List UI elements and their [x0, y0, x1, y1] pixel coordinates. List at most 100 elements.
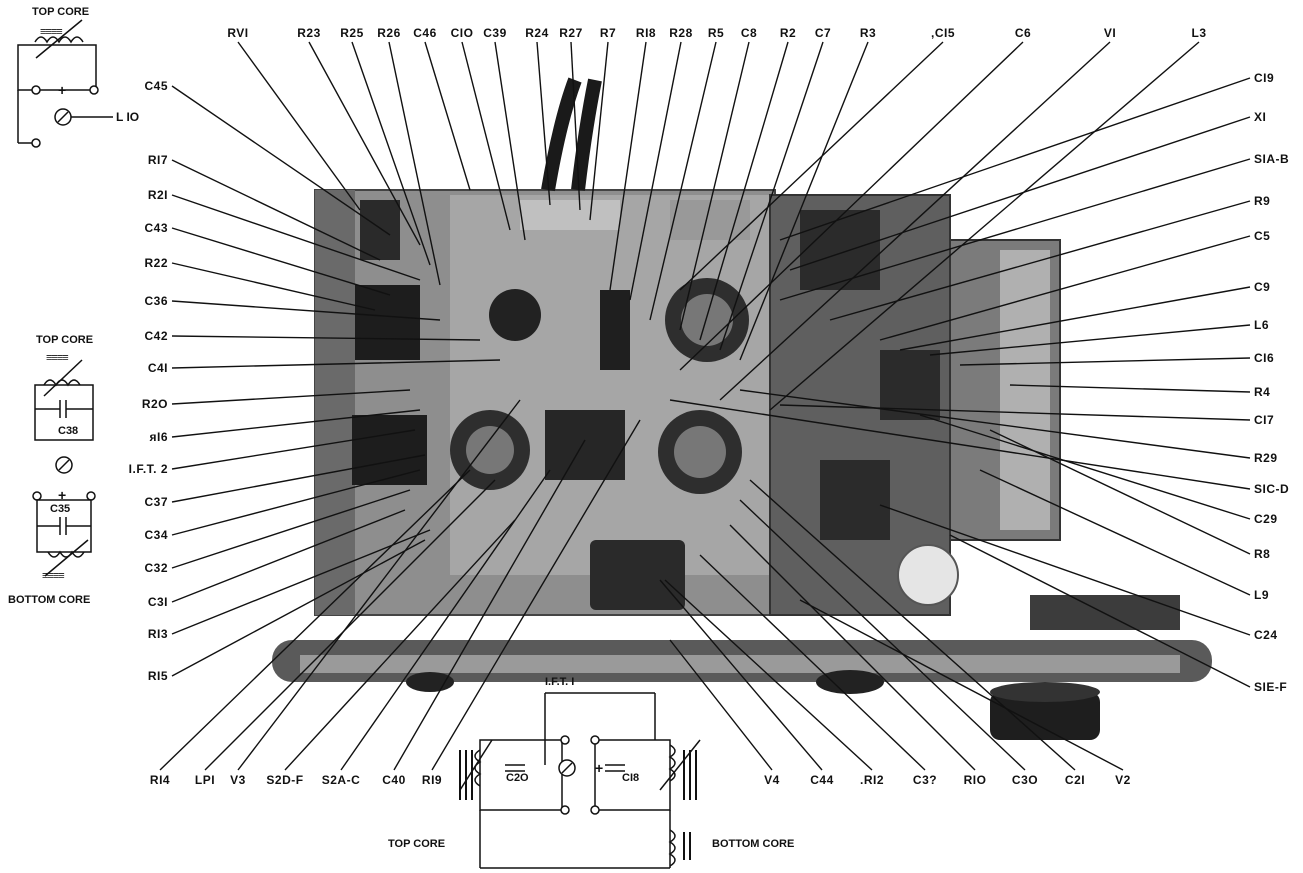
component-block	[545, 410, 625, 480]
callout-label: CI9	[1254, 71, 1275, 85]
leader-line	[284, 519, 516, 771]
leader-line	[431, 419, 641, 771]
valve-socket-inner	[466, 426, 514, 474]
valve-socket	[489, 289, 541, 341]
callout-label: R28	[669, 26, 693, 40]
schematic-mid-left-title: TOP CORE	[36, 334, 94, 346]
callout-label: RI3	[147, 627, 168, 641]
terminal	[590, 735, 600, 745]
leader-line	[1009, 384, 1251, 393]
component-block	[352, 415, 427, 485]
schematic-mid-left-bottom-title: BOTTOM CORE	[8, 594, 91, 606]
callout-label: C7	[814, 26, 832, 40]
leader-line	[899, 286, 1251, 351]
coil-symbol	[34, 36, 84, 44]
callout-label: XI	[1254, 110, 1267, 124]
callout-label: R2I	[147, 188, 168, 202]
leader-line	[679, 41, 1024, 371]
leader-line	[536, 41, 551, 206]
callout-label: S2D-F	[266, 773, 304, 787]
schematic-bottom-core-label: BOTTOM CORE	[712, 838, 795, 850]
slug-symbol	[561, 762, 573, 774]
callout-label: C5	[1254, 229, 1271, 243]
tuning-arrow	[659, 739, 701, 791]
terminal	[31, 85, 41, 95]
callout-label: RVI	[227, 26, 249, 40]
terminal	[89, 85, 99, 95]
callout-label: L6	[1254, 318, 1270, 332]
leader-line	[171, 389, 411, 405]
cable	[541, 77, 582, 192]
leader-line	[494, 41, 526, 241]
callout-label: R22	[144, 256, 168, 270]
callout-label: C45	[144, 79, 168, 93]
schematic-top-core-label: TOP CORE	[388, 838, 446, 850]
schematic-cap-c38: C38	[58, 425, 79, 437]
base-plate-front	[300, 655, 1180, 673]
component-block	[355, 285, 420, 360]
leader-line	[159, 469, 471, 771]
tuning-arrow	[43, 359, 83, 397]
callout-label: LPI	[194, 773, 216, 787]
callout-label: R5	[707, 26, 725, 40]
callout-label: SIE-F	[1254, 680, 1288, 694]
leader-line	[171, 194, 421, 281]
leader-line	[461, 41, 511, 231]
callout-label: C39	[483, 26, 507, 40]
callout-label: R27	[559, 26, 583, 40]
callout-label: C42	[144, 329, 168, 343]
leader-line	[171, 489, 411, 569]
leader-line	[959, 357, 1251, 366]
plus-sign: +	[58, 82, 66, 98]
callout-label: V4	[764, 773, 780, 787]
callout-label: C8	[740, 26, 758, 40]
schematic-mid-left-core-marks: ≡≡≡≡	[46, 352, 69, 364]
callout-label: R7	[599, 26, 617, 40]
schematic-cap-c18: CI8	[622, 772, 640, 784]
slug-symbol	[57, 111, 69, 123]
component-block	[600, 290, 630, 370]
coil-symbol	[668, 744, 676, 782]
schematic-wire	[34, 384, 94, 441]
leader-line	[171, 539, 426, 677]
leader-line	[609, 41, 647, 291]
leader-line	[739, 499, 1026, 771]
leader-line	[171, 454, 426, 503]
component-block	[800, 210, 880, 290]
callout-label: ᴙI6	[149, 430, 168, 444]
leader-line	[649, 41, 717, 321]
leader-line	[204, 479, 496, 771]
callout-label: C4I	[147, 361, 168, 375]
schematic-wire	[594, 739, 671, 811]
leader-line	[340, 469, 551, 771]
terminal	[31, 138, 41, 148]
callout-label: C9	[1254, 280, 1271, 294]
terminal	[590, 805, 600, 815]
callout-label: RI4	[149, 773, 171, 787]
leader-line	[979, 469, 1251, 596]
schematic-cap-c20: C2O	[506, 772, 529, 784]
leader-line	[699, 554, 926, 771]
callout-label: RI8	[635, 26, 657, 40]
callout-label: R4	[1254, 385, 1271, 399]
leader-line	[237, 399, 521, 771]
leader-line	[679, 41, 750, 331]
chassis-inner	[450, 195, 770, 575]
callout-label: C2I	[1064, 773, 1086, 787]
terminal	[560, 735, 570, 745]
schematic-mid-left-bottom-core-marks: ≡≡≡≡	[42, 570, 65, 582]
leader-line	[171, 359, 501, 369]
leader-line	[393, 439, 586, 771]
callout-label: RIO	[963, 773, 987, 787]
leader-line	[879, 504, 1251, 636]
callout-label: C3O	[1011, 773, 1039, 787]
callout-label: C24	[1254, 628, 1278, 642]
leader-line	[351, 41, 431, 266]
tuning-arrow	[35, 19, 83, 59]
callout-label: C6	[1014, 26, 1032, 40]
leader-line	[171, 85, 391, 236]
leader-line	[829, 200, 1251, 321]
leader-line	[699, 41, 789, 341]
leader-line	[739, 389, 1251, 459]
coil-symbol	[668, 829, 676, 867]
